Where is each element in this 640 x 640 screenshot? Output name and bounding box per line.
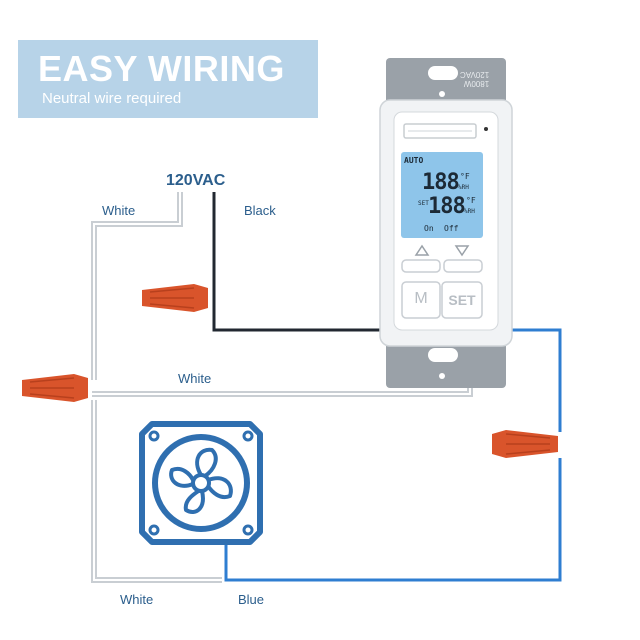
wire-nut-right xyxy=(492,430,558,458)
blue-wire xyxy=(224,328,562,582)
lcd-bottom-unit: °F xyxy=(466,196,476,205)
m-button xyxy=(401,281,441,319)
down-button xyxy=(443,259,483,273)
wire-nut-left xyxy=(22,374,88,402)
set-button-label[interactable]: SET xyxy=(448,292,476,308)
lcd-off-label: Off xyxy=(444,224,459,233)
m-button-label[interactable]: M xyxy=(414,290,428,307)
lcd-set-label: SET xyxy=(418,200,429,207)
plate-rating-watts: 1800W xyxy=(463,79,490,88)
lcd-auto-label: AUTO xyxy=(404,156,424,165)
label-blue: Blue xyxy=(238,592,265,607)
lcd-on-label: On xyxy=(424,224,434,233)
label-black: Black xyxy=(244,203,276,218)
label-white-bottom: White xyxy=(120,592,154,607)
lcd-screen xyxy=(401,152,483,238)
exhaust-fan-icon xyxy=(139,421,263,545)
wire-nut-top xyxy=(142,284,208,312)
down-arrow-icon xyxy=(454,245,470,257)
plate-rating: 1800W 120VAC xyxy=(460,70,489,88)
lcd-bottom-value: 188 xyxy=(428,194,466,219)
set-button xyxy=(441,281,483,319)
label-120vac: 120VAC xyxy=(166,172,226,189)
lcd-bottom-sub: %RH xyxy=(464,208,475,215)
plate-rating-volts: 120VAC xyxy=(460,70,490,79)
lcd-top-value: 188 xyxy=(422,170,460,195)
label-white-top: White xyxy=(102,203,136,218)
banner-subtitle: Neutral wire required xyxy=(42,90,182,107)
black-wire xyxy=(212,192,386,332)
lcd-top-sub: %RH xyxy=(458,184,469,191)
label-white-middle: White xyxy=(178,371,212,386)
white-wires xyxy=(91,192,473,583)
title-banner: EASY WIRING Neutral wire required xyxy=(18,40,318,118)
banner-title: EASY WIRING xyxy=(38,48,285,89)
up-arrow-icon xyxy=(414,244,430,256)
lcd-top-unit: °F xyxy=(460,172,470,181)
timer-switch xyxy=(393,111,499,331)
up-button xyxy=(401,259,441,273)
